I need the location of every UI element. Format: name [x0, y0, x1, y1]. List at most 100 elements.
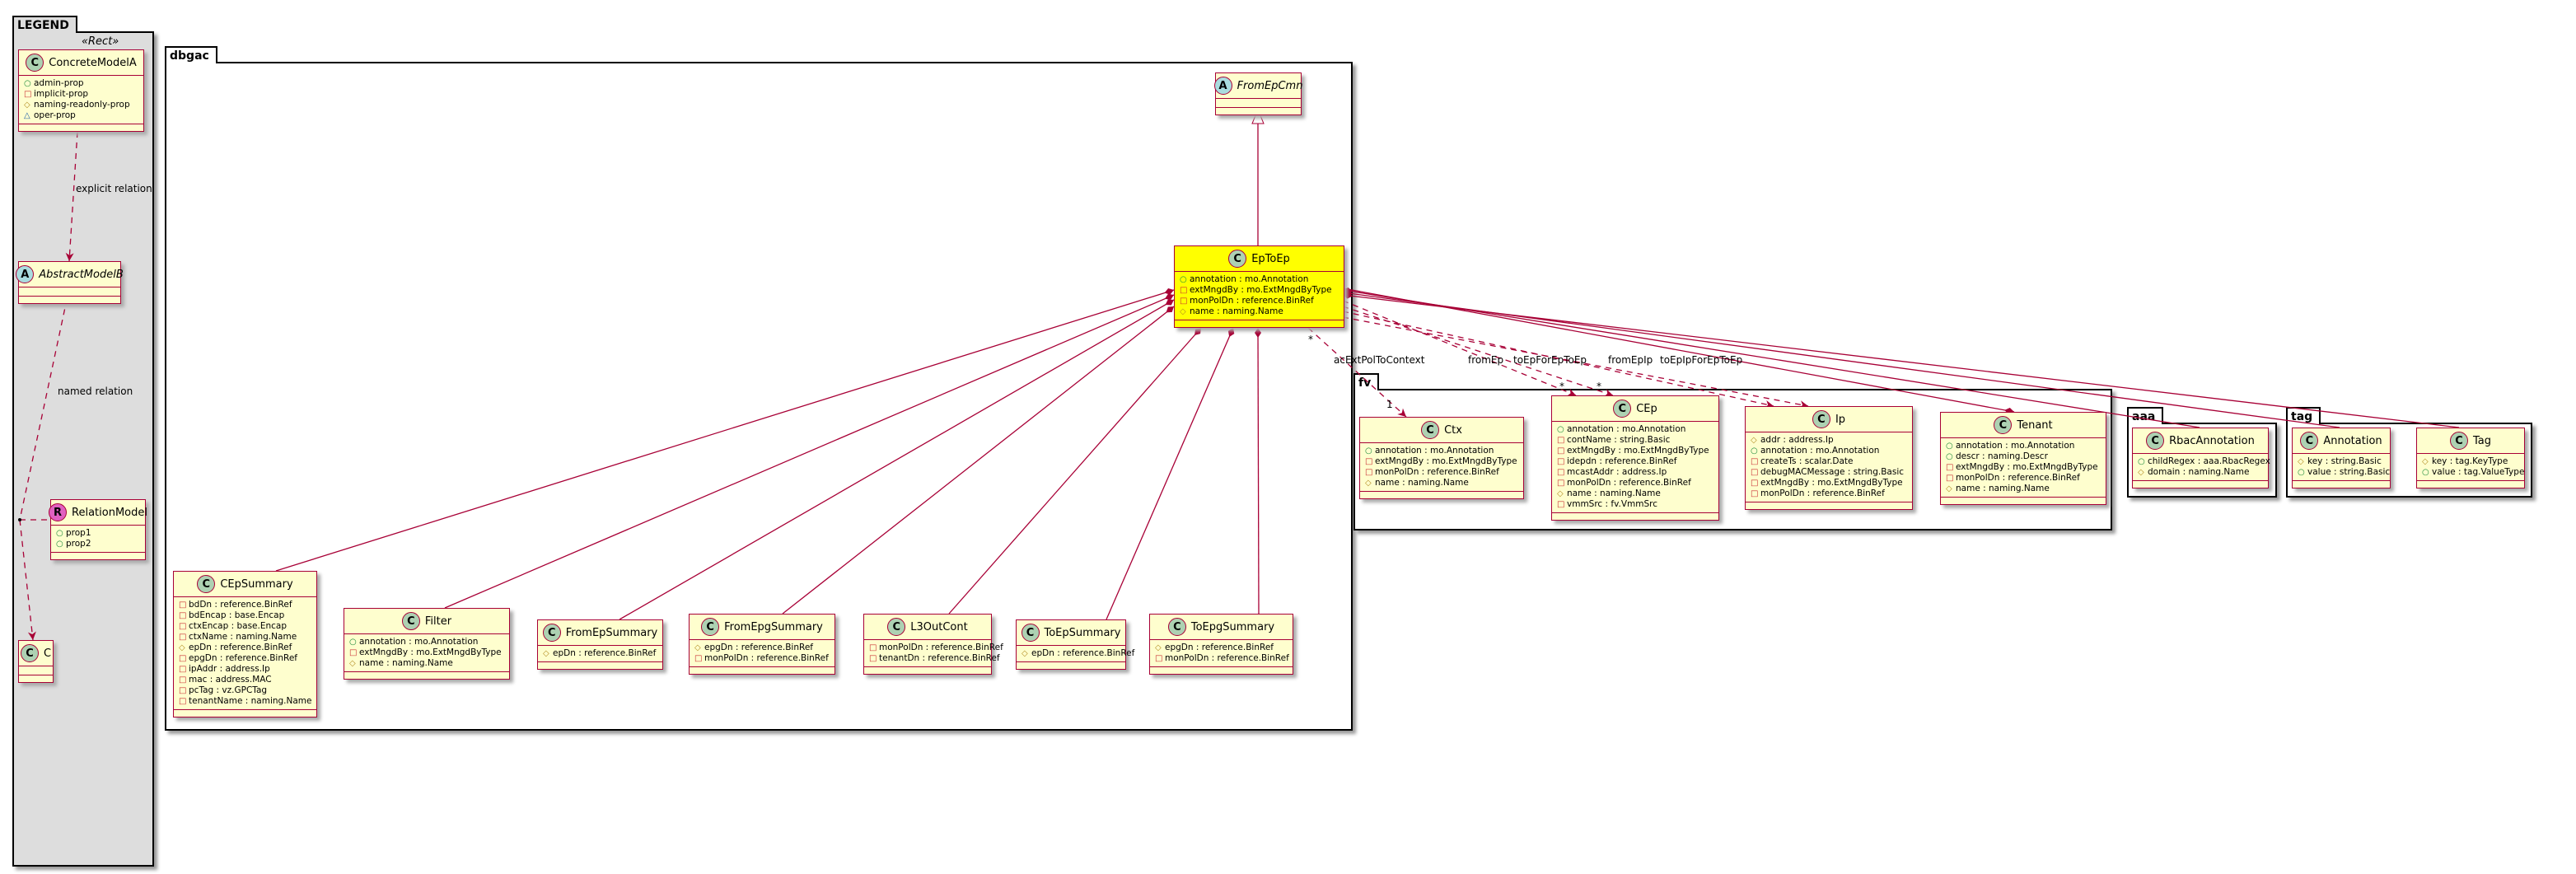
- package-tag-tab: tag: [2286, 407, 2321, 424]
- edge-label-acExtPolToContext: acExtPolToContext: [1334, 354, 1425, 366]
- private-visibility-icon: □: [1751, 457, 1759, 466]
- class-badge-icon: C: [2300, 432, 2319, 450]
- member-text: tenantDn : reference.BinRef: [879, 653, 1000, 663]
- member-text: annotation : mo.Annotation: [1375, 446, 1494, 456]
- member-text: monPolDn : reference.BinRef: [1165, 653, 1289, 663]
- class-name: RbacAnnotation: [2169, 434, 2255, 447]
- member-text: createTs : scalar.Date: [1760, 456, 1854, 466]
- legend-stereotype: «Rect»: [82, 35, 119, 48]
- edge-fromepsummary: [619, 299, 1175, 620]
- class-members: [19, 287, 120, 297]
- private-visibility-icon: □: [1751, 479, 1759, 488]
- member-text: naming-readonly-prop: [34, 100, 130, 110]
- member-text: name : naming.Name: [1375, 478, 1469, 488]
- class-name: CEpSummary: [220, 577, 293, 591]
- class-methods: [1552, 513, 1718, 520]
- class-badge-icon: C: [887, 618, 906, 636]
- member-text: key : string.Basic: [2307, 456, 2382, 466]
- public-visibility-icon: ○: [1751, 446, 1758, 456]
- member-text: ctxName : naming.Name: [189, 632, 297, 642]
- member-text: monPolDn : reference.BinRef: [1375, 467, 1499, 477]
- class-members: ◇epgDn : reference.BinRef□monPolDn : ref…: [1150, 640, 1293, 667]
- private-visibility-icon: □: [1557, 457, 1565, 466]
- public-visibility-icon: ○: [1180, 275, 1187, 284]
- member-text: name : naming.Name: [1190, 306, 1283, 316]
- private-visibility-icon: □: [179, 611, 187, 620]
- class-methods: [1017, 662, 1125, 669]
- private-visibility-icon: □: [1946, 463, 1954, 472]
- composition-diamond-icon: [1165, 299, 1174, 306]
- member-text: ctxEncap : base.Encap: [189, 621, 288, 631]
- edge-toepgsummary: [1257, 327, 1260, 615]
- class-badge-icon: C: [701, 618, 720, 636]
- class-member: □mcastAddr : address.Ip: [1557, 467, 1713, 478]
- class-methods: [1360, 492, 1523, 498]
- package-visibility-icon: △: [24, 111, 30, 120]
- protected-visibility-icon: ◇: [543, 649, 549, 658]
- class-members: ◇epDn : reference.BinRef: [538, 646, 662, 662]
- arrow-head-icon: [1397, 408, 1406, 417]
- class-name: Ctx: [1444, 423, 1462, 437]
- protected-visibility-icon: ◇: [1180, 307, 1186, 316]
- protected-visibility-icon: ◇: [24, 100, 30, 110]
- protected-visibility-icon: ◇: [2422, 457, 2429, 466]
- member-text: extMngdBy : mo.ExtMngdByType: [1567, 446, 1709, 456]
- edge-toEpIpForEpToEp: [1342, 316, 1809, 407]
- member-text: childRegex : aaa.RbacRegex: [2148, 456, 2270, 466]
- protected-visibility-icon: ◇: [1751, 436, 1757, 445]
- member-text: monPolDn : reference.BinRef: [704, 653, 829, 663]
- class-member: □mac : address.MAC: [179, 675, 311, 685]
- member-text: addr : address.Ip: [1760, 435, 1834, 445]
- member-text: annotation : mo.Annotation: [1567, 424, 1686, 434]
- class-member: ◇name : naming.Name: [1557, 488, 1713, 499]
- class-name: Tag: [2472, 434, 2491, 447]
- protected-visibility-icon: ◇: [349, 659, 356, 668]
- member-text: value : string.Basic: [2307, 467, 2391, 477]
- class-member: ○value : string.Basic: [2298, 467, 2390, 478]
- protected-visibility-icon: ◇: [1557, 489, 1564, 498]
- member-text: admin-prop: [34, 78, 84, 88]
- edge-fromepgsummary: [782, 306, 1175, 615]
- relation-badge-icon: R: [49, 503, 68, 521]
- private-visibility-icon: □: [179, 633, 187, 642]
- class-member: ◇name : naming.Name: [1946, 484, 2101, 494]
- member-text: extMngdBy : mo.ExtMngdByType: [1760, 478, 1903, 488]
- class-member: □bdDn : reference.BinRef: [179, 600, 311, 610]
- abstract-badge-icon: A: [1213, 77, 1232, 95]
- class-members: ○annotation : mo.Annotation□extMngdBy : …: [1360, 443, 1523, 492]
- class-member: □pcTag : vz.GPCTag: [179, 685, 311, 696]
- member-text: monPolDn : reference.BinRef: [1956, 473, 2080, 483]
- member-text: extMngdBy : mo.ExtMngdByType: [359, 647, 502, 657]
- composition-diamond-icon: [1227, 328, 1235, 338]
- class-members: ◇epgDn : reference.BinRef□monPolDn : ref…: [690, 640, 835, 667]
- class-members: □bdDn : reference.BinRef□bdEncap : base.…: [174, 597, 316, 710]
- protected-visibility-icon: ◇: [1946, 484, 1952, 493]
